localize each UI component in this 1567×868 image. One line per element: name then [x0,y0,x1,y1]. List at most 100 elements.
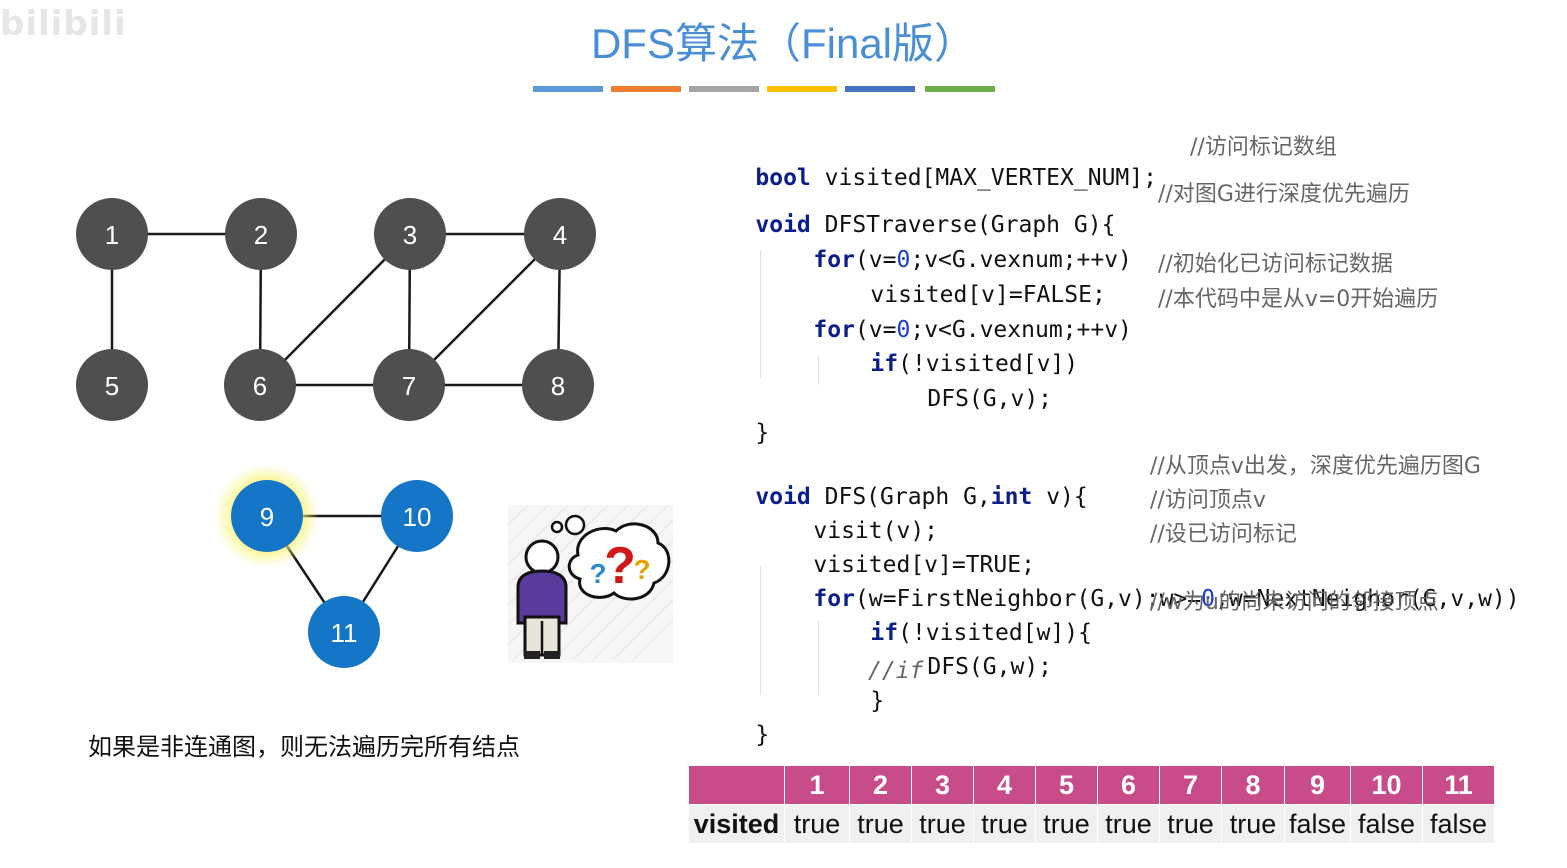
code-line-2: void DFSTraverse(Graph G){ [755,212,1116,238]
color-bar-6 [925,86,995,92]
visited-row-label: visited [688,804,785,844]
code-comment: //对图G进行深度优先遍历 [1158,182,1410,207]
visited-value-cell: true [1159,804,1222,844]
color-bar-5 [845,86,915,92]
visited-column-header: 4 [973,765,1036,805]
graph-node-4: 4 [524,198,596,270]
indent-guide [760,250,761,378]
visited-value-cell: false [1284,804,1351,844]
confused-person-icon: ? ? ? [508,505,674,663]
node-label: 2 [254,220,268,250]
visited-value-cell: true [911,804,974,844]
node-label: 7 [402,371,416,401]
node-circle [381,480,453,552]
graph-node-10: 10 [381,480,453,552]
code-line-4: visited[v]=FALSE; [870,282,1106,308]
node-circle [231,480,303,552]
node-label: 9 [260,502,274,532]
code-line-5: for(v=0;v<G.vexnum;++v) [813,317,1132,343]
code-line-11: visited[v]=TRUE; [813,552,1035,578]
graph-node-7: 7 [373,349,445,421]
node-circle [225,198,297,270]
visited-column-header: 10 [1350,765,1423,805]
table-corner-cell [688,765,785,805]
svg-text:?: ? [604,537,636,595]
visited-column-header: 5 [1035,765,1098,805]
graph-node-9: 9 [215,464,319,568]
indent-guide [760,565,761,695]
code-line-13: if(!visited[w]){ [870,620,1092,646]
code-line-8: } [755,420,770,446]
code-line-1: bool visited[MAX_VERTEX_NUM]; [755,165,1157,191]
visited-column-header: 2 [849,765,912,805]
graph-node-5: 5 [76,349,148,421]
code-comment: //本代码中是从v=0开始遍历 [1158,287,1439,312]
code-line-14: DFS(G,w); [927,654,1053,680]
visited-column-header: 3 [911,765,974,805]
node-circle [224,349,296,421]
node-circle [524,198,596,270]
code-line-3: for(v=0;v<G.vexnum;++v) [813,247,1132,273]
visited-column-header: 9 [1284,765,1351,805]
caption-text: 如果是非连通图，则无法遍历完所有结点 [88,733,520,761]
color-bar-3 [689,86,759,92]
node-circle [522,349,594,421]
graph-diagram: 1 2 3 4 5 6 7 8 9 10 11 [76,198,596,668]
node-circle [76,349,148,421]
node-circle [374,198,446,270]
code-line-15: } [870,688,885,714]
node-label: 4 [553,220,567,250]
node-circle [76,198,148,270]
visited-column-header: 7 [1159,765,1222,805]
indent-guide [818,620,819,695]
indent-guide [818,355,819,385]
code-line-6: if(!visited[v]) [870,351,1079,377]
node-label: 6 [253,371,267,401]
color-bar-1 [533,86,603,92]
node-label: 8 [551,371,565,401]
code-line-10: visit(v); [813,518,939,544]
code-comment: //访问顶点v [1150,488,1266,513]
graph-node-1: 1 [76,198,148,270]
visited-value-cell: false [1422,804,1495,844]
watermark-logo: bilibili [0,4,127,44]
code-comment: //初始化已访问标记数据 [1158,252,1393,277]
node-label: 10 [403,502,432,532]
graph-node-6: 6 [224,349,296,421]
code-line-7: DFS(G,v); [927,386,1053,412]
svg-text:?: ? [633,554,650,585]
code-line-12: for(w=FirstNeighbor(G,v);w>=0;w=NextNeig… [813,586,1520,612]
graph-node-11: 11 [308,596,380,668]
node-label: 3 [403,220,417,250]
node-circle [373,349,445,421]
visited-column-header: 8 [1221,765,1285,805]
visited-value-cell: true [849,804,912,844]
visited-value-cell: true [1097,804,1160,844]
page-title: DFS算法（Final版） [590,20,977,67]
node-circle [308,596,380,668]
visited-column-header: 11 [1422,765,1495,805]
visited-value-cell: true [1221,804,1285,844]
node-label: 11 [331,618,358,648]
graph-node-2: 2 [225,198,297,270]
code-comment: //w为u的尚未访问的邻接顶点 [1150,590,1439,615]
svg-text:?: ? [589,558,606,589]
visited-column-header: 6 [1097,765,1160,805]
graph-node-3: 3 [374,198,446,270]
code-line-9: void DFS(Graph G,int v){ [755,484,1088,510]
visited-value-cell: true [973,804,1036,844]
visited-value-cell: true [784,804,850,844]
visited-value-cell: true [1035,804,1098,844]
code-comment: //设已访问标记 [1150,522,1297,547]
visited-value-cell: false [1350,804,1423,844]
node-label: 1 [105,220,119,250]
code-line-16: } [755,722,770,748]
code-comment: //访问标记数组 [1190,135,1337,160]
code-comment: //从顶点v出发，深度优先遍历图G [1150,454,1481,479]
visited-column-header: 1 [784,765,850,805]
color-bar-2 [611,86,681,92]
code-comment: //if [868,658,924,684]
color-bar-4 [767,86,837,92]
